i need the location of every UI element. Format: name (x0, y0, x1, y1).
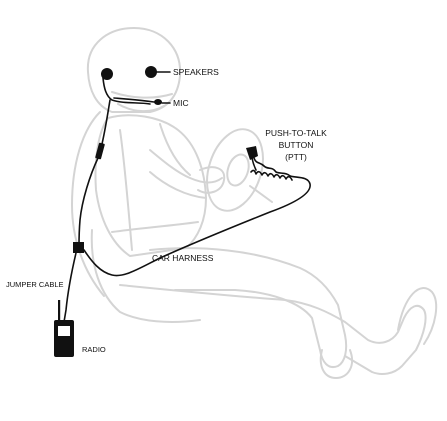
headset-band (102, 77, 151, 105)
car-harness-cable (83, 175, 311, 277)
headset-assembly (101, 66, 162, 145)
headset-cable (101, 99, 111, 145)
junction-box (73, 242, 84, 253)
speaker-right-icon (145, 66, 157, 78)
mic-icon (154, 99, 162, 105)
arm (149, 149, 223, 184)
radio-icon (54, 320, 74, 357)
ptt-button-stem (251, 157, 257, 171)
helmet-chin (117, 103, 165, 112)
steering-wheel (206, 128, 264, 212)
wiring (54, 142, 311, 357)
radio-display (58, 326, 70, 336)
ptt-label-line1: PUSH-TO-TALK (265, 128, 327, 138)
harness-belt (111, 221, 199, 233)
ptt-label-line2: BUTTON (279, 140, 314, 150)
ptt-button-icon (246, 146, 258, 160)
radio-label: RADIO (82, 345, 106, 354)
helmet-visor (111, 91, 173, 99)
ptt-coil (250, 169, 293, 181)
car-harness-label: CAR HARNESS (152, 253, 214, 263)
steering-hub (226, 153, 250, 187)
harness-strap-left (119, 129, 133, 251)
front-shoe (397, 287, 438, 345)
torso (94, 114, 207, 257)
leader-lines (156, 71, 171, 104)
speakers-label: SPEAKERS (173, 67, 219, 77)
seat-back (71, 111, 105, 297)
rear-shoe (319, 349, 354, 379)
jumper-cable (63, 252, 77, 323)
inline-connector (95, 142, 105, 160)
mic-label: MIC (173, 98, 189, 108)
seat-base (90, 229, 201, 323)
speaker-left-icon (101, 68, 113, 80)
jumper-cable-label: JUMPER CABLE (6, 280, 64, 289)
mic-boom (113, 97, 155, 103)
rear-leg (149, 247, 348, 368)
harness-strap-right (159, 123, 191, 176)
driver-illustration (71, 27, 438, 379)
helmet (86, 27, 182, 113)
forearm (149, 171, 207, 199)
front-leg (119, 284, 427, 375)
headset-to-junction-cable (78, 157, 99, 247)
radio-antenna (58, 300, 61, 324)
steering-column (249, 185, 273, 203)
ptt-coiled-cord (253, 157, 291, 177)
ptt-label-line3: (PTT) (285, 152, 307, 162)
